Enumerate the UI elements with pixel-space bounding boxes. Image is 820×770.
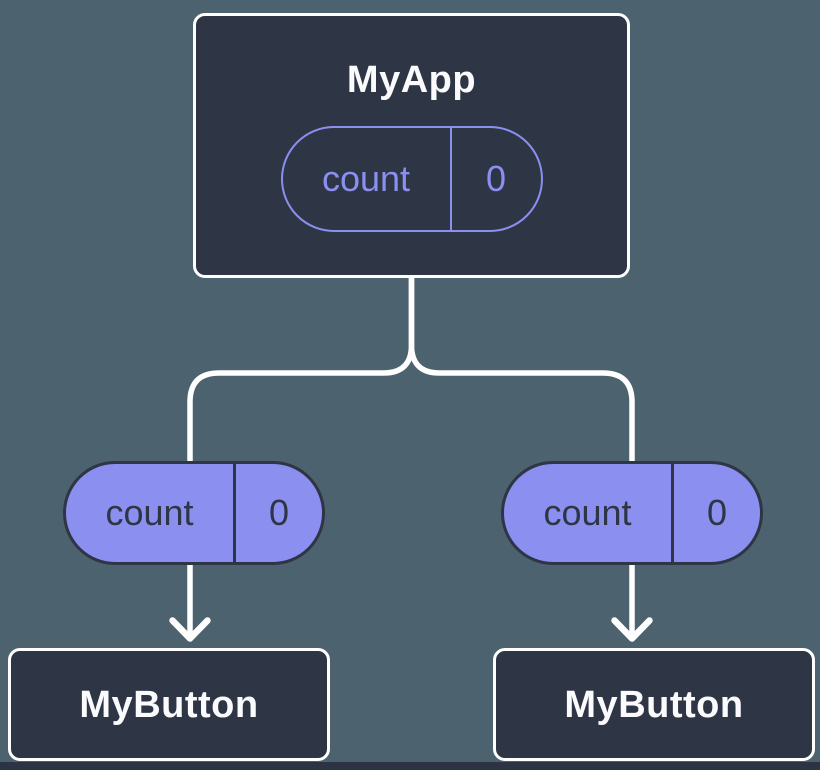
node-myapp: MyApp count 0	[193, 13, 630, 278]
prop-name: count	[283, 128, 452, 230]
prop-value: 0	[268, 492, 290, 533]
node-title: MyApp	[346, 59, 477, 101]
node-mybutton-left: MyButton	[8, 648, 330, 761]
node-title: MyButton	[564, 683, 744, 726]
page-bottom-edge	[0, 762, 820, 770]
node-title: MyButton	[79, 683, 259, 726]
prop-value: 0	[706, 492, 728, 533]
prop-name: count	[66, 464, 236, 562]
prop-value: 0	[485, 158, 507, 199]
prop-pill-root: count 0	[280, 126, 543, 232]
node-mybutton-right: MyButton	[493, 648, 815, 761]
connector-left	[187, 277, 415, 636]
arrow-down-icon	[611, 617, 653, 642]
connector-right	[408, 277, 635, 636]
arrow-down-icon	[169, 617, 211, 642]
prop-name: count	[504, 464, 674, 562]
prop-pill-right-child: count 0	[501, 461, 763, 565]
prop-pill-left-child: count 0	[63, 461, 325, 565]
